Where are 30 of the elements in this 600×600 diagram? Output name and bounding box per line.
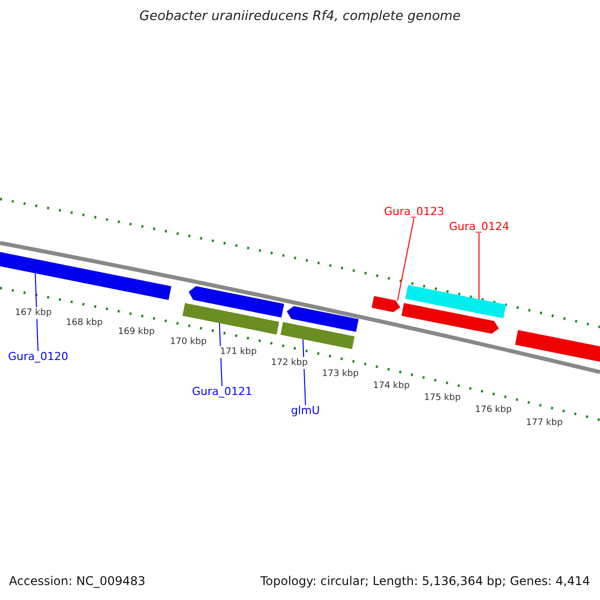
scale-label: 177 kbp xyxy=(526,417,563,429)
gene-feature-bar xyxy=(372,296,400,312)
gene-feature-bar xyxy=(405,285,506,318)
scale-label: 176 kbp xyxy=(475,404,512,416)
gene-feature-bar xyxy=(515,330,600,364)
scale-label: 169 kbp xyxy=(118,326,155,338)
gene-label: Gura_0120 xyxy=(8,351,68,363)
gene-label: Gura_0123 xyxy=(384,206,444,218)
gene-label: Gura_0124 xyxy=(449,221,510,233)
leader-line xyxy=(397,218,414,302)
genome-info-text: Topology: circular; Length: 5,136,364 bp; Genes: 4,414 xyxy=(260,575,590,587)
scale-label: 174 kbp xyxy=(373,380,410,392)
gene-feature-bar xyxy=(0,249,172,300)
gene-feature-bar xyxy=(182,303,280,335)
title: Geobacter uraniireducens Rf4, complete genome xyxy=(138,11,462,23)
scale-label: 170 kbp xyxy=(170,336,207,348)
scale-label: 167 kbp xyxy=(15,307,52,319)
gene-feature-bar xyxy=(280,322,355,350)
leader-line xyxy=(478,232,480,300)
gene-label: Gura_0121 xyxy=(192,386,252,398)
scale-label: 175 kbp xyxy=(424,392,461,404)
gene-feature-bar xyxy=(401,303,499,334)
scale-label: 172 kbp xyxy=(271,357,308,369)
scale-label: 171 kbp xyxy=(220,346,257,358)
scale-label: 168 kbp xyxy=(66,317,103,329)
gene-label: glmU xyxy=(291,405,320,417)
gene-feature-bar xyxy=(286,306,359,332)
gene-feature-bar xyxy=(188,286,284,318)
accession-text: Accession: NC_009483 xyxy=(9,575,146,587)
scale-label: 173 kbp xyxy=(322,368,359,380)
